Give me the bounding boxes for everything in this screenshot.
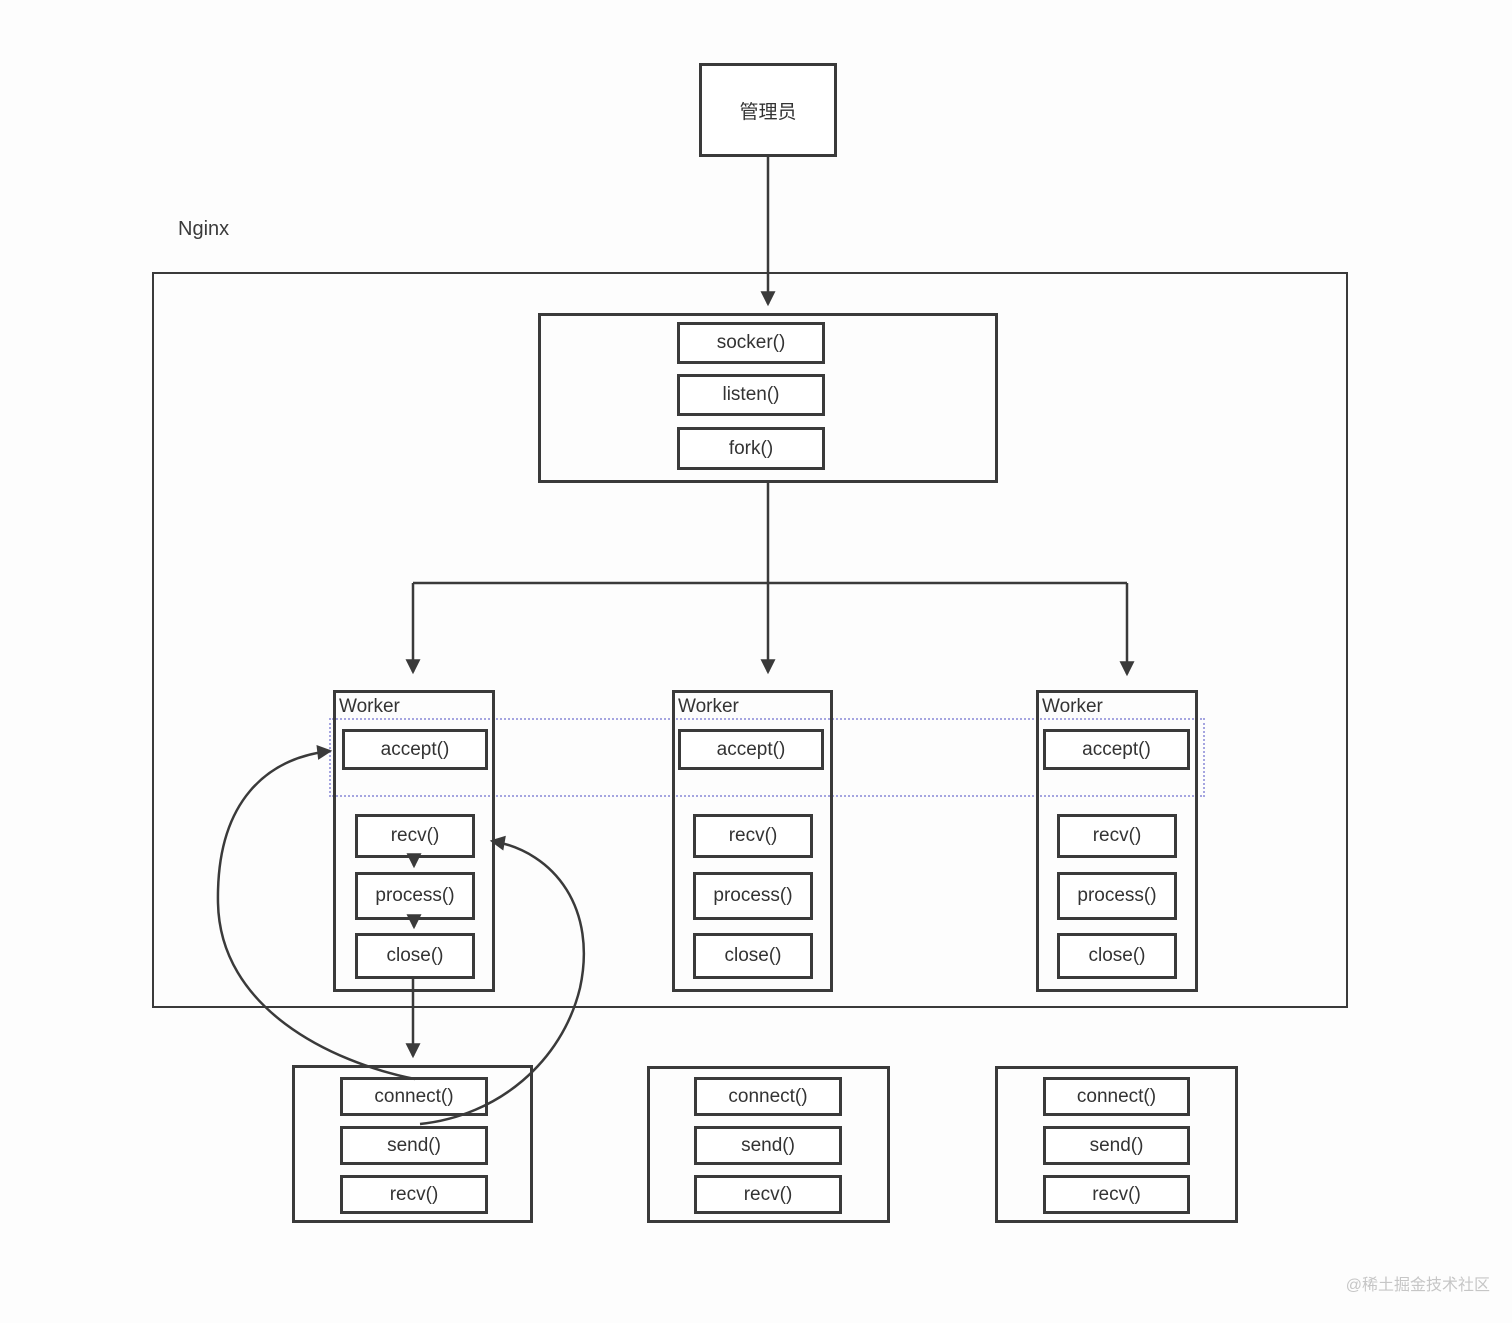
worker2-fn-process: process() [693, 872, 813, 920]
worker-title-2: Worker [678, 696, 739, 717]
client2-send-label: send() [741, 1134, 795, 1156]
worker3-accept-label: accept() [1082, 738, 1151, 760]
worker-box-3 [1036, 690, 1198, 992]
client2-recv-label: recv() [743, 1183, 793, 1205]
worker2-fn-recv: recv() [693, 814, 813, 858]
worker1-fn-accept: accept() [342, 729, 488, 770]
worker3-fn-accept: accept() [1043, 729, 1190, 770]
client1-send-label: send() [387, 1134, 441, 1156]
client-box-3 [995, 1066, 1238, 1223]
client3-recv-label: recv() [1092, 1183, 1141, 1205]
watermark-text: @稀土掘金技术社区 [1345, 1277, 1490, 1294]
worker1-accept-label: accept() [380, 738, 450, 760]
worker2-accept-label: accept() [716, 738, 786, 760]
worker3-process-label: process() [1077, 885, 1157, 906]
worker2-close-label: close() [724, 945, 782, 966]
master-fn-listen: listen() [677, 374, 825, 416]
master-fn-fork: fork() [677, 427, 825, 470]
client2-connect-label: connect() [728, 1085, 808, 1107]
master-fn-socker: socker() [677, 322, 825, 364]
master-fn-fork-label: fork() [728, 437, 774, 459]
worker1-fn-close: close() [355, 933, 475, 979]
worker-box-2 [672, 690, 833, 992]
worker3-recv-label: recv() [1092, 825, 1142, 846]
client-box-2 [647, 1066, 890, 1223]
worker1-fn-process: process() [355, 872, 475, 920]
worker3-fn-close: close() [1057, 933, 1177, 979]
worker1-recv-label: recv() [390, 825, 440, 846]
client2-fn-recv: recv() [694, 1175, 842, 1214]
admin-box: 管理员 [699, 63, 837, 157]
client1-fn-connect: connect() [340, 1077, 488, 1116]
worker2-process-label: process() [713, 885, 793, 906]
worker1-close-label: close() [386, 945, 444, 966]
worker3-fn-recv: recv() [1057, 814, 1177, 858]
worker3-close-label: close() [1088, 945, 1146, 966]
client3-fn-connect: connect() [1043, 1077, 1190, 1116]
client1-recv-label: recv() [389, 1183, 439, 1205]
worker2-fn-close: close() [693, 933, 813, 979]
worker1-process-label: process() [375, 885, 455, 906]
master-process-box [538, 313, 998, 483]
client1-connect-label: connect() [374, 1085, 454, 1107]
client2-fn-connect: connect() [694, 1077, 842, 1116]
worker2-recv-label: recv() [728, 825, 778, 846]
nginx-label: Nginx [178, 218, 230, 240]
nginx-container-box [152, 272, 1348, 1008]
client3-fn-send: send() [1043, 1126, 1190, 1165]
client3-connect-label: connect() [1076, 1085, 1157, 1107]
worker1-fn-recv: recv() [355, 814, 475, 858]
worker2-fn-accept: accept() [678, 729, 824, 770]
worker-title-1: Worker [339, 696, 400, 717]
client3-send-label: send() [1089, 1134, 1144, 1156]
client1-fn-send: send() [340, 1126, 488, 1165]
client1-fn-recv: recv() [340, 1175, 488, 1214]
worker-title-3: Worker [1042, 696, 1103, 717]
worker3-fn-process: process() [1057, 872, 1177, 920]
master-fn-socker-label: socker() [716, 332, 786, 353]
client3-fn-recv: recv() [1043, 1175, 1190, 1214]
admin-label: 管理员 [739, 101, 797, 123]
master-fn-listen-label: listen() [722, 384, 780, 405]
client2-fn-send: send() [694, 1126, 842, 1165]
